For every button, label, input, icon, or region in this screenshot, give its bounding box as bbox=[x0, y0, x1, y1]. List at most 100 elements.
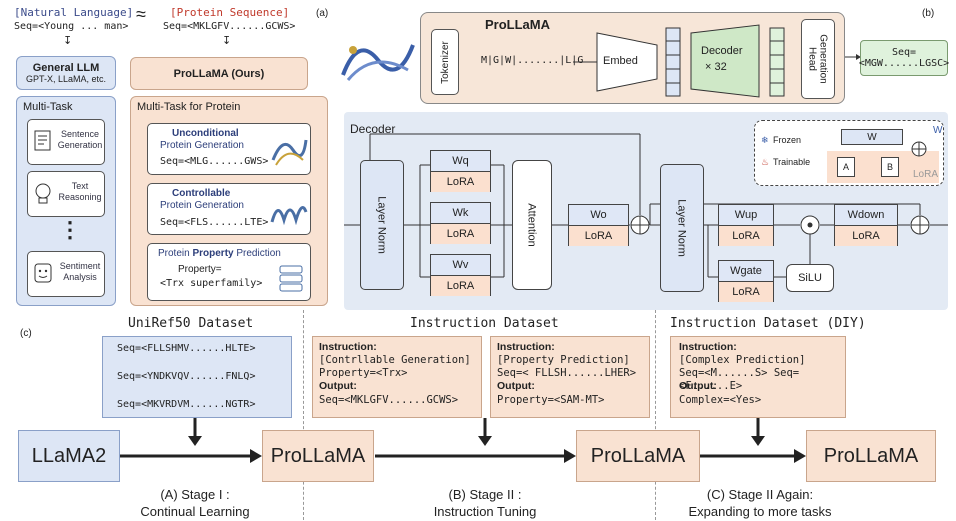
uniref-seq-3: Seq=<MKVRDVM......NGTR> bbox=[117, 399, 256, 410]
instruction-box-2: Instruction: [Property Prediction] Seq=<… bbox=[490, 336, 650, 418]
down-arrow-1: ↧ bbox=[63, 35, 73, 47]
decoder-connections bbox=[344, 133, 948, 278]
general-llm-sub: GPT-X, LLaMA, etc. bbox=[25, 74, 107, 84]
silu-block: SiLU bbox=[786, 264, 834, 292]
instr1-output-heading: Output: bbox=[319, 380, 357, 392]
multitask-protein-title: Multi-Task for Protein bbox=[137, 101, 241, 113]
uniref-box: Seq=<FLLSHMV......HLTE> Seq=<YNDKVQV....… bbox=[102, 336, 292, 418]
stage-c-subtitle: Expanding to more tasks bbox=[688, 504, 832, 519]
general-llm-box: General LLM GPT-X, LLaMA, etc. bbox=[16, 56, 116, 90]
token-sequence: M|G|W|.......|L|G bbox=[481, 55, 584, 66]
document-icon bbox=[33, 130, 53, 157]
sentiment-icon bbox=[33, 262, 53, 291]
instr2-output: Property=<SAM-MT> bbox=[497, 394, 605, 406]
prollama-1-label: ProLLaMA bbox=[270, 444, 366, 467]
ctrl-title: Controllable bbox=[172, 188, 231, 199]
wdown-lora-label: LoRA bbox=[835, 226, 897, 246]
uniref-title: UniRef50 Dataset bbox=[128, 316, 254, 331]
instr3-output: Complex=<Yes> bbox=[679, 394, 762, 406]
wk-label: Wk bbox=[431, 203, 490, 224]
protein-helix-icon bbox=[270, 192, 308, 233]
legend-w-box: W bbox=[841, 129, 903, 145]
prollama-box-3: ProLLaMA bbox=[806, 430, 936, 482]
wup-lora-label: LoRA bbox=[719, 226, 773, 246]
wk-lora-label: LoRA bbox=[431, 224, 490, 244]
task-reasoning-card: Text Reasoning bbox=[27, 171, 105, 217]
llama2-box: LLaMA2 bbox=[18, 430, 120, 482]
wgate-lora-label: LoRA bbox=[719, 282, 773, 302]
pipeline-arrows bbox=[120, 418, 806, 463]
label-a: (a) bbox=[316, 8, 329, 19]
layer-norm-2: Layer Norm bbox=[660, 164, 704, 292]
stage-b-caption: (B) Stage II : Instruction Tuning bbox=[400, 486, 570, 520]
output-seq-label: Seq= bbox=[891, 47, 917, 58]
legend-w-tag: W bbox=[933, 125, 943, 136]
layer-norm-1: Layer Norm bbox=[360, 160, 404, 290]
legend-frozen: Frozen bbox=[773, 135, 802, 145]
prollama-2-label: ProLLaMA bbox=[590, 444, 686, 467]
legend-b-label: B bbox=[886, 162, 893, 172]
uniref-seq-2: Seq=<YNDKVQV......FNLQ> bbox=[117, 371, 256, 382]
stage-c-caption: (C) Stage II Again: Expanding to more ta… bbox=[660, 486, 860, 520]
multitask-protein-panel: Multi-Task for Protein Unconditional Pro… bbox=[130, 96, 328, 306]
stage-a-title: (A) Stage I : bbox=[160, 487, 230, 502]
instr2-line2: Seq=< FLLSH......LHER> bbox=[497, 367, 637, 379]
decoder-detail-panel: Decoder bbox=[344, 112, 948, 310]
task-sentence-card: Sentence Generation bbox=[27, 119, 105, 165]
label-c: (c) bbox=[20, 328, 32, 339]
wo-lora-label: LoRA bbox=[569, 226, 628, 246]
stage-a-caption: (A) Stage I : Continual Learning bbox=[110, 486, 280, 520]
wo-label: Wo bbox=[569, 205, 628, 226]
prollama-box-2: ProLLaMA bbox=[576, 430, 700, 482]
instr1-output: Seq=<MKLGFV......GCWS> bbox=[319, 394, 459, 406]
layer-norm-2-label: Layer Norm bbox=[676, 199, 688, 257]
output-sequence-box: Seq= <MGW......LGSC> bbox=[859, 40, 949, 76]
instruction-box-1: Instruction: [Contrllable Generation] Pr… bbox=[312, 336, 482, 418]
instr1-line1: [Contrllable Generation] bbox=[319, 354, 471, 366]
wo-block: Wo LoRA bbox=[568, 204, 629, 246]
uncond-subtitle: Protein Generation bbox=[160, 140, 244, 151]
decoder-count: × 32 bbox=[705, 61, 727, 73]
property-card: Protein Property Prediction Property= <T… bbox=[147, 243, 311, 301]
legend-w-label: W bbox=[867, 131, 877, 143]
property-value: <Trx superfamily> bbox=[160, 278, 263, 289]
lora-legend: ❄ Frozen ♨ Trainable W A B LoRA W bbox=[754, 120, 944, 186]
decoder-detail-title: Decoder bbox=[350, 122, 396, 136]
silu-label: SiLU bbox=[798, 272, 822, 284]
wq-label: Wq bbox=[431, 151, 490, 172]
wgate-label: Wgate bbox=[719, 261, 773, 282]
attention-label: Attention bbox=[526, 203, 539, 247]
decoder-label: Decoder bbox=[701, 45, 743, 57]
divider-2 bbox=[655, 310, 657, 520]
wv-label: Wv bbox=[431, 255, 490, 276]
stage-b-title: (B) Stage II : bbox=[448, 487, 522, 502]
multitask-panel: Multi-Task Sentence Generation Text Reas… bbox=[16, 96, 116, 306]
multitask-title: Multi-Task bbox=[23, 101, 73, 113]
legend-b-box: B bbox=[881, 157, 899, 177]
natural-language-label: [Natural Language] bbox=[14, 6, 134, 19]
seq-mklgfv: Seq=<MKLGFV......GCWS> bbox=[163, 21, 296, 32]
decoder-output-vector bbox=[769, 27, 785, 102]
approx-symbol: ≈ bbox=[136, 4, 146, 24]
uniref-seq-1: Seq=<FLLSHMV......HLTE> bbox=[117, 343, 256, 354]
prollama-ours-box: ProLLaMA (Ours) bbox=[130, 57, 308, 90]
instr1-heading: Instruction: bbox=[319, 341, 377, 353]
wv-lora-label: LoRA bbox=[431, 276, 490, 296]
instr2-heading: Instruction: bbox=[497, 341, 555, 353]
legend-a-label: A bbox=[842, 162, 849, 172]
property-title-b: Property bbox=[192, 248, 234, 259]
embed-label: Embed bbox=[603, 55, 638, 67]
task-reasoning-label: Text Reasoning bbox=[58, 181, 102, 202]
uncond-seq: Seq=<MLG......GWS> bbox=[160, 156, 269, 167]
property-title-c: Prediction bbox=[233, 248, 281, 259]
flame-icon: ♨ bbox=[761, 157, 770, 167]
arrow-to-output bbox=[845, 54, 861, 60]
tokenizer-label: Tokenizer bbox=[439, 40, 451, 84]
instr3-output-heading: Output: bbox=[679, 380, 717, 392]
seq-young: Seq=<Young ... man> bbox=[14, 21, 129, 32]
protein-structure-icon bbox=[268, 130, 308, 175]
instr3-line1: [Complex Prediction] bbox=[679, 354, 806, 366]
wgate-block: Wgate LoRA bbox=[718, 260, 774, 302]
prollama-3-label: ProLLaMA bbox=[823, 444, 919, 467]
prollama-arch-title: ProLLaMA bbox=[485, 17, 550, 32]
